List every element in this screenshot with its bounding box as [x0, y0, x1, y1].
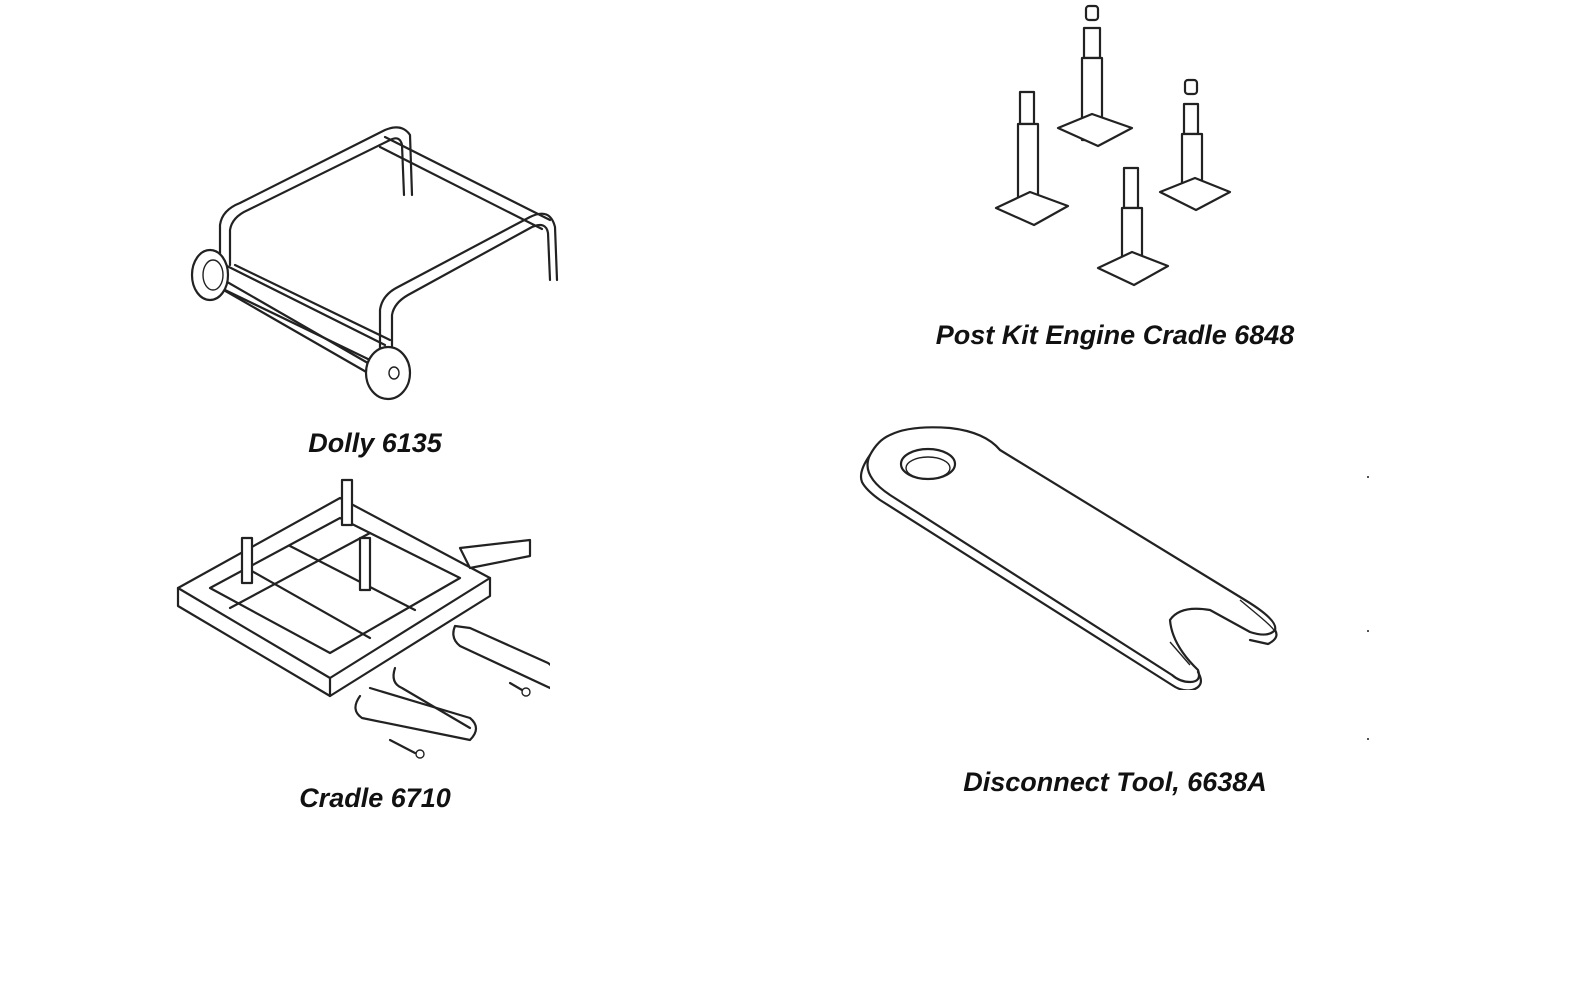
cradle-icon [176, 478, 550, 759]
post-kit-icon [994, 4, 1232, 287]
disconnect-tool-illustration [850, 420, 1290, 690]
post-kit-caption: Post Kit Engine Cradle 6848 [935, 320, 1295, 350]
cradle-illustration [170, 478, 550, 763]
cradle-caption: Cradle 6710 [299, 783, 451, 813]
scan-mark [1367, 630, 1369, 632]
dolly-illustration [180, 115, 580, 410]
disconnect-tool-icon [859, 426, 1278, 690]
scan-mark [1367, 738, 1369, 740]
dolly-icon [190, 126, 559, 401]
dolly-caption: Dolly 6135 [308, 428, 442, 458]
post-kit-illustration [990, 0, 1240, 300]
disconnect-tool-caption: Disconnect Tool, 6638A [963, 767, 1267, 797]
scan-mark [1367, 476, 1369, 478]
